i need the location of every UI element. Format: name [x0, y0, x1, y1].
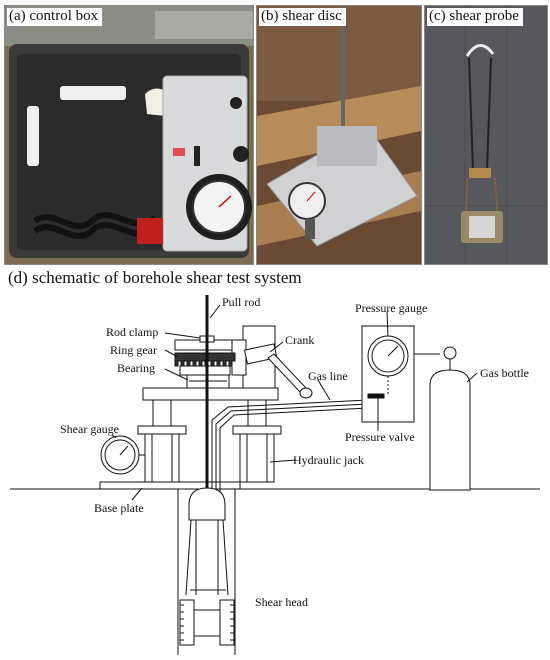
photo-shear-probe: (c) shear probe [424, 5, 548, 265]
label-gas-bottle: Gas bottle [480, 366, 529, 380]
photo-shear-disc: (b) shear disc [256, 5, 422, 265]
pressure-valve [367, 393, 385, 399]
schematic-diagram: Pull rod Rod clamp Ring gear Bearing Cra… [10, 295, 540, 655]
shear-probe-image [425, 6, 547, 264]
photo-b-caption: (b) shear disc [259, 8, 346, 26]
label-shear-gauge: Shear gauge [60, 422, 119, 436]
label-ring-gear: Ring gear [110, 343, 157, 357]
photo-control-box: (a) control box [4, 5, 254, 265]
pressure-gauge [367, 335, 409, 394]
label-hydraulic-jack: Hydraulic jack [293, 453, 364, 467]
hydraulic-jack-right [232, 425, 282, 483]
label-pressure-valve: Pressure valve [345, 430, 415, 444]
label-base-plate: Base plate [94, 501, 144, 515]
control-box-image [5, 6, 253, 264]
schematic-title: (d) schematic of borehole shear test sys… [8, 268, 302, 287]
shear-gauge [100, 435, 145, 475]
shear-disc-image [257, 6, 421, 264]
gas-line [211, 399, 369, 500]
label-shear-head: Shear head [255, 595, 308, 609]
label-pull-rod: Pull rod [222, 295, 260, 309]
gas-bottle [414, 346, 471, 491]
label-crank: Crank [285, 333, 314, 347]
cross-plate [142, 387, 279, 401]
base-plate [99, 481, 241, 490]
photo-c-caption: (c) shear probe [427, 8, 523, 26]
label-gas-line: Gas line [308, 369, 348, 383]
label-bearing: Bearing [117, 361, 155, 375]
hydraulic-jack-left [137, 425, 187, 483]
shear-head [179, 487, 235, 646]
label-pressure-gauge: Pressure gauge [355, 301, 427, 315]
leader-lines [111, 304, 478, 501]
photo-a-caption: (a) control box [7, 8, 103, 26]
ring-gear [174, 352, 236, 376]
borehole [177, 489, 236, 655]
label-rod-clamp: Rod clamp [106, 325, 158, 339]
crank [243, 343, 313, 399]
